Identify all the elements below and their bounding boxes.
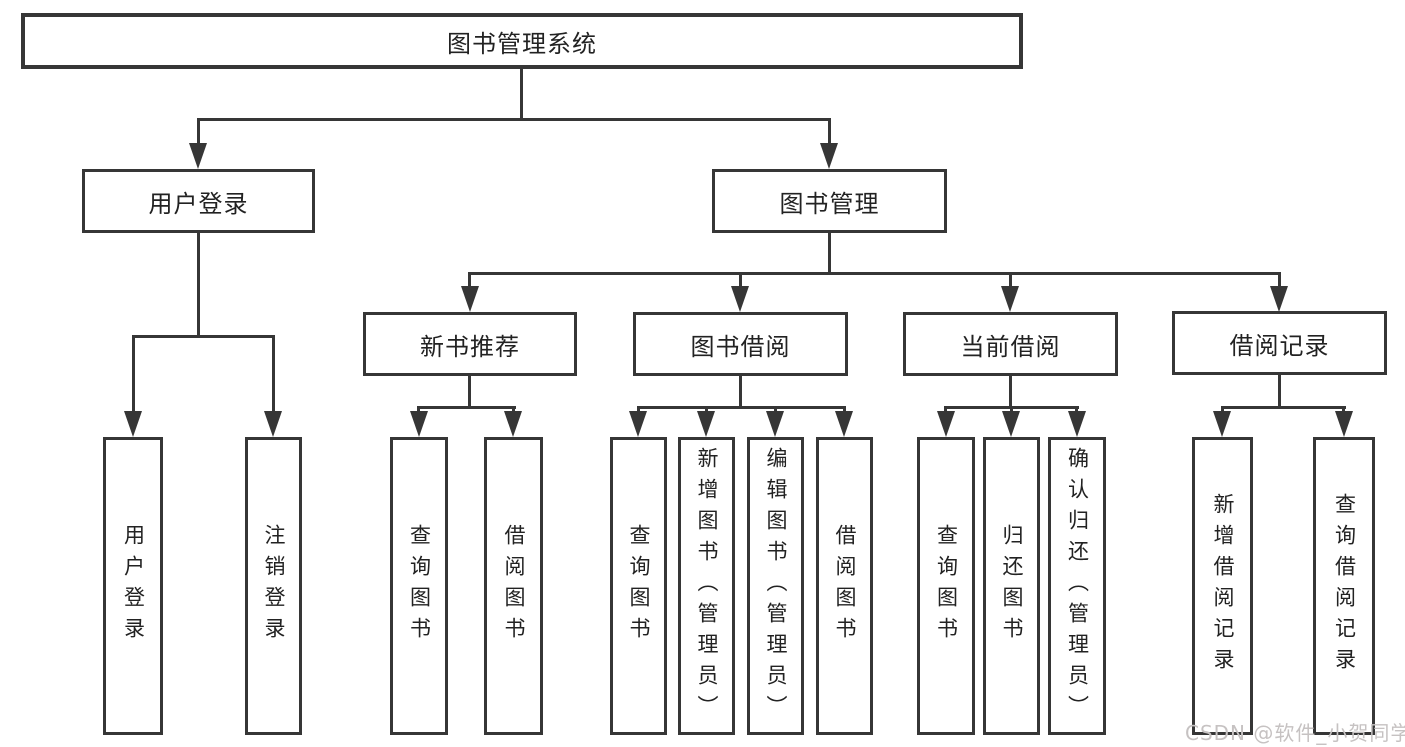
leaf-logout-login: 注销登录 — [245, 437, 302, 735]
connector-level1-rail — [197, 118, 831, 121]
leaf-add-book-admin: 新增图书（管理员） — [678, 437, 735, 735]
connector-drop — [944, 406, 947, 414]
leaf-user-login: 用户登录 — [103, 437, 163, 735]
leaf-add-borrow-record-label: 新增借阅记录 — [1211, 493, 1235, 679]
arrow-down-icon — [766, 411, 784, 437]
connector-drop — [1342, 406, 1345, 414]
connector-book-mgmt-stem — [828, 233, 831, 272]
connector-drop — [1075, 406, 1078, 414]
arrow-down-icon — [697, 411, 715, 437]
connector-drop — [705, 406, 708, 414]
connector-drop — [272, 335, 275, 413]
leaf-user-login-label: 用户登录 — [121, 524, 146, 648]
connector-new-book-rail — [417, 406, 516, 409]
connector-book-borrow-stem — [739, 376, 742, 406]
node-library-system-label: 图书管理系统 — [447, 29, 597, 58]
connector-current-borrow-stem — [1009, 376, 1012, 406]
node-new-book-recommend: 新书推荐 — [363, 312, 577, 376]
connector-root-stem — [520, 69, 523, 118]
connector-new-book-stem — [468, 376, 471, 406]
leaf-add-book-admin-label: 新增图书（管理员） — [695, 446, 719, 726]
leaf-query-books-recommend: 查询图书 — [390, 437, 448, 735]
arrow-down-icon — [1001, 286, 1019, 312]
connector-drop — [843, 406, 846, 414]
node-user-login: 用户登录 — [82, 169, 315, 233]
leaf-query-books-borrow-label: 查询图书 — [627, 524, 651, 648]
leaf-query-books-current: 查询图书 — [917, 437, 975, 735]
arrow-down-icon — [264, 411, 282, 437]
connector-drop — [1278, 272, 1281, 290]
leaf-query-borrow-record: 查询借阅记录 — [1313, 437, 1375, 735]
connector-drop — [1009, 272, 1012, 290]
arrow-down-icon — [937, 411, 955, 437]
arrow-down-icon — [820, 143, 838, 169]
leaf-borrow-books-label: 借阅图书 — [833, 524, 857, 648]
leaf-query-books-current-label: 查询图书 — [934, 524, 959, 648]
arrow-down-icon — [731, 286, 749, 312]
leaf-query-books-recommend-label: 查询图书 — [407, 524, 432, 648]
node-current-borrow: 当前借阅 — [903, 312, 1118, 376]
connector-drop — [774, 406, 777, 414]
connector-drop — [417, 406, 420, 414]
leaf-confirm-return-admin: 确认归还（管理员） — [1048, 437, 1106, 735]
connector-drop — [512, 406, 515, 414]
node-book-borrow-label: 图书借阅 — [690, 332, 791, 361]
leaf-confirm-return-admin-label: 确认归还（管理员） — [1065, 446, 1090, 726]
arrow-down-icon — [1335, 411, 1353, 437]
connector-user-login-rail — [132, 335, 275, 338]
connector-drop — [468, 272, 471, 290]
connector-drop — [1221, 406, 1224, 414]
connector-drop — [1010, 406, 1013, 414]
node-book-management-label: 图书管理 — [779, 189, 880, 218]
node-new-book-recommend-label: 新书推荐 — [420, 332, 520, 361]
leaf-query-borrow-record-label: 查询借阅记录 — [1332, 493, 1357, 679]
arrow-down-icon — [1068, 411, 1086, 437]
watermark: CSDN @软件_小贺同学 — [1185, 721, 1405, 745]
arrow-down-icon — [835, 411, 853, 437]
leaf-edit-book-admin-label: 编辑图书（管理员） — [764, 446, 788, 726]
arrow-down-icon — [410, 411, 428, 437]
connector-drop — [132, 335, 135, 413]
node-borrow-records-label: 借阅记录 — [1229, 331, 1330, 360]
node-book-borrow: 图书借阅 — [633, 312, 848, 376]
leaf-return-book-label: 归还图书 — [1000, 524, 1024, 648]
leaf-query-books-borrow: 查询图书 — [610, 437, 667, 735]
node-library-system: 图书管理系统 — [21, 13, 1023, 69]
node-book-management: 图书管理 — [712, 169, 947, 233]
connector-drop — [739, 272, 742, 290]
arrow-down-icon — [1213, 411, 1231, 437]
arrow-down-icon — [461, 286, 479, 312]
connector-book-borrow-rail — [637, 406, 846, 409]
arrow-down-icon — [504, 411, 522, 437]
connector-drop — [637, 406, 640, 414]
leaf-add-borrow-record: 新增借阅记录 — [1192, 437, 1253, 735]
connector-book-mgmt-drop — [828, 118, 831, 146]
arrow-down-icon — [1002, 411, 1020, 437]
connector-borrow-record-stem — [1278, 375, 1281, 406]
node-current-borrow-label: 当前借阅 — [960, 332, 1061, 361]
node-user-login-label: 用户登录 — [148, 189, 249, 218]
arrow-down-icon — [629, 411, 647, 437]
arrow-down-icon — [1270, 286, 1288, 312]
leaf-borrow-books-recommend-label: 借阅图书 — [502, 524, 526, 648]
arrow-down-icon — [124, 411, 142, 437]
connector-borrow-record-rail — [1221, 406, 1346, 409]
node-borrow-records: 借阅记录 — [1172, 311, 1387, 375]
leaf-logout-login-label: 注销登录 — [262, 524, 286, 648]
leaf-edit-book-admin: 编辑图书（管理员） — [747, 437, 804, 735]
arrow-down-icon — [189, 143, 207, 169]
leaf-return-book: 归还图书 — [983, 437, 1040, 735]
connector-level3-rail — [468, 272, 1281, 275]
leaf-borrow-books-recommend: 借阅图书 — [484, 437, 543, 735]
leaf-borrow-books: 借阅图书 — [816, 437, 873, 735]
connector-user-login-stem — [197, 233, 200, 335]
connector-user-login-drop — [197, 118, 200, 146]
